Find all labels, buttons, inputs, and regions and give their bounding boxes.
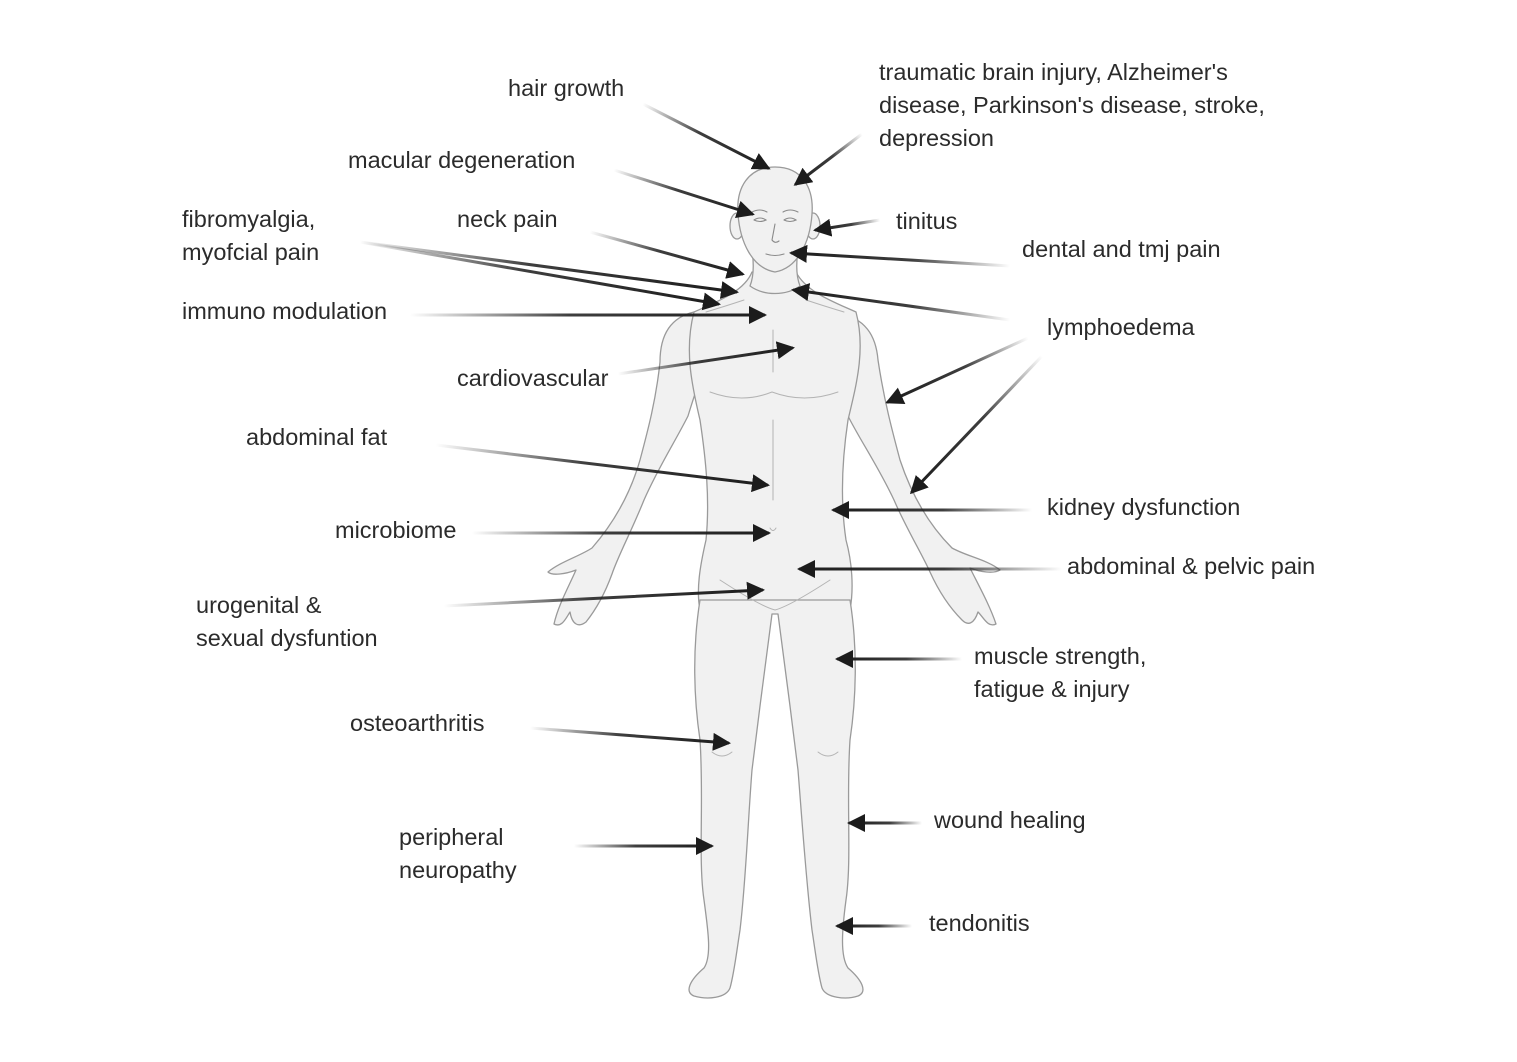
label-line: osteoarthritis: [350, 710, 485, 736]
head: [737, 166, 813, 273]
label-line: tendonitis: [929, 910, 1030, 936]
pointer-arrow: [434, 443, 770, 493]
label-line: abdominal fat: [246, 424, 388, 450]
pointer-arrow: [588, 230, 745, 279]
label-macular-degeneration: macular degeneration: [348, 147, 575, 173]
right-eyebrow: [782, 209, 799, 213]
label-fibromyalgia: fibromyalgia, myofcial pain: [182, 206, 319, 265]
label-hair-growth: hair growth: [508, 75, 624, 101]
label-neck-pain: neck pain: [457, 206, 558, 232]
label-muscle-strength: muscle strength, fatigue & injury: [974, 643, 1146, 702]
nose: [771, 223, 780, 243]
label-line: microbiome: [335, 517, 456, 543]
collarbone-right: [805, 299, 845, 313]
left-arm: [547, 311, 705, 626]
label-line: hair growth: [508, 75, 624, 101]
label-tendonitis: tendonitis: [929, 910, 1030, 936]
label-line: fatigue & injury: [974, 676, 1130, 702]
label-abdominal-pelvic-pain: abdominal & pelvic pain: [1067, 553, 1315, 579]
pointer-arrow: [791, 283, 1012, 322]
label-line: urogenital &: [196, 592, 322, 618]
label-line: wound healing: [933, 807, 1086, 833]
label-tinitus: tinitus: [896, 208, 957, 234]
label-microbiome: microbiome: [335, 517, 456, 543]
label-line: dental and tmj pain: [1022, 236, 1221, 262]
pointer-arrow: [793, 132, 864, 186]
label-cardiovascular: cardiovascular: [457, 365, 609, 391]
label-line: depression: [879, 125, 994, 151]
left-eye: [753, 217, 768, 223]
label-line: peripheral: [399, 824, 504, 850]
pointer-arrows: [358, 102, 1064, 935]
label-line: traumatic brain injury, Alzheimer's: [879, 59, 1228, 85]
label-line: kidney dysfunction: [1047, 494, 1240, 520]
label-line: cardiovascular: [457, 365, 609, 391]
pointer-arrow: [813, 218, 882, 237]
label-line: fibromyalgia,: [182, 206, 315, 232]
label-line: immuno modulation: [182, 298, 387, 324]
mouth: [765, 253, 785, 257]
label-line: neuropathy: [399, 857, 517, 883]
pointer-arrow: [641, 102, 771, 170]
pointer-arrow: [885, 336, 1030, 404]
pointer-arrow: [358, 240, 739, 299]
label-dental-tmj-pain: dental and tmj pain: [1022, 236, 1221, 262]
label-line: neck pain: [457, 206, 558, 232]
label-osteoarthritis: osteoarthritis: [350, 710, 485, 736]
label-line: muscle strength,: [974, 643, 1146, 669]
right-eye: [783, 217, 798, 223]
pointer-arrow: [528, 726, 731, 751]
label-line: sexual dysfuntion: [196, 625, 378, 651]
label-peripheral-neuropathy: peripheral neuropathy: [399, 824, 517, 883]
pointer-arrow: [612, 168, 755, 219]
label-line: lymphoedema: [1047, 314, 1196, 340]
right-knee: [817, 751, 839, 757]
label-urogenital-sexual-dysfunction: urogenital & sexual dysfuntion: [196, 592, 378, 651]
condition-labels: hair growth traumatic brain injury, Alzhe…: [182, 59, 1315, 936]
groin-line: [719, 579, 831, 611]
label-brain-disorders: traumatic brain injury, Alzheimer's disea…: [879, 59, 1265, 151]
pointer-arrow: [616, 341, 795, 376]
label-immuno-modulation: immuno modulation: [182, 298, 387, 324]
torso: [688, 271, 861, 611]
pointer-arrow: [358, 240, 721, 311]
left-knee: [711, 751, 733, 757]
label-line: myofcial pain: [182, 239, 319, 265]
label-wound-healing: wound healing: [933, 807, 1086, 833]
chest-line: [709, 391, 839, 399]
label-lymphoedema: lymphoedema: [1047, 314, 1196, 340]
right-arm: [829, 311, 1001, 626]
label-kidney-dysfunction: kidney dysfunction: [1047, 494, 1240, 520]
pointer-arrow: [442, 581, 765, 608]
label-abdominal-fat: abdominal fat: [246, 424, 388, 450]
pointer-arrow: [909, 354, 1044, 495]
pointer-arrow: [789, 244, 1012, 268]
human-body-figure: [547, 166, 1001, 999]
label-line: disease, Parkinson's disease, stroke,: [879, 92, 1265, 118]
label-line: tinitus: [896, 208, 957, 234]
label-line: macular degeneration: [348, 147, 575, 173]
label-line: abdominal & pelvic pain: [1067, 553, 1315, 579]
collarbone-left: [705, 299, 745, 313]
